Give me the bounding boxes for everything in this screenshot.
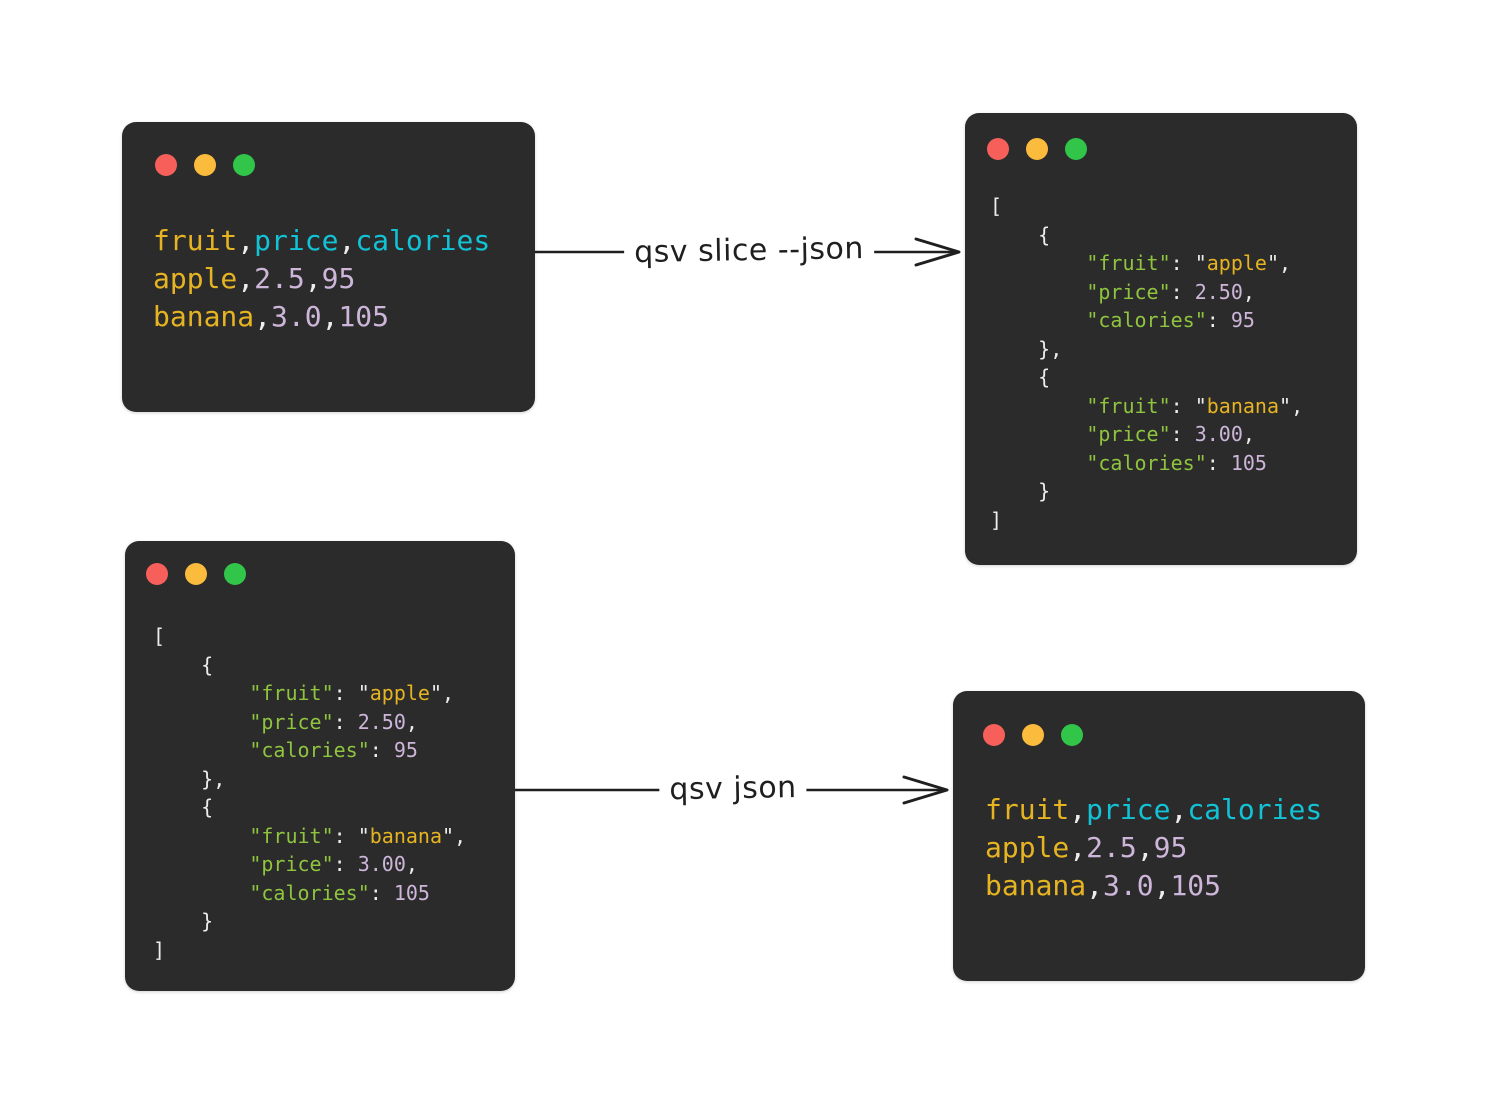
minimize-icon bbox=[185, 563, 207, 585]
arrow-csv-to-json: qsv slice --json bbox=[535, 230, 963, 274]
traffic-lights bbox=[987, 138, 1087, 160]
json-output-code: [ { "fruit": "apple", "price": 2.50, "ca… bbox=[990, 194, 1304, 532]
arrow-json-to-csv: qsv json bbox=[515, 768, 951, 812]
json-input-window: [ { "fruit": "apple", "price": 2.50, "ca… bbox=[125, 541, 515, 991]
traffic-lights bbox=[155, 154, 255, 176]
close-icon bbox=[983, 724, 1005, 746]
arrow-label: qsv json bbox=[659, 769, 807, 808]
close-icon bbox=[155, 154, 177, 176]
close-icon bbox=[146, 563, 168, 585]
close-icon bbox=[987, 138, 1009, 160]
json-output-window: [ { "fruit": "apple", "price": 2.50, "ca… bbox=[965, 113, 1357, 565]
traffic-lights bbox=[983, 724, 1083, 746]
zoom-icon bbox=[233, 154, 255, 176]
zoom-icon bbox=[1065, 138, 1087, 160]
traffic-lights bbox=[146, 563, 246, 585]
minimize-icon bbox=[1022, 724, 1044, 746]
zoom-icon bbox=[224, 563, 246, 585]
minimize-icon bbox=[1026, 138, 1048, 160]
zoom-icon bbox=[1061, 724, 1083, 746]
arrow-label: qsv slice --json bbox=[623, 230, 875, 271]
json-input-code: [ { "fruit": "apple", "price": 2.50, "ca… bbox=[153, 624, 467, 962]
minimize-icon bbox=[194, 154, 216, 176]
